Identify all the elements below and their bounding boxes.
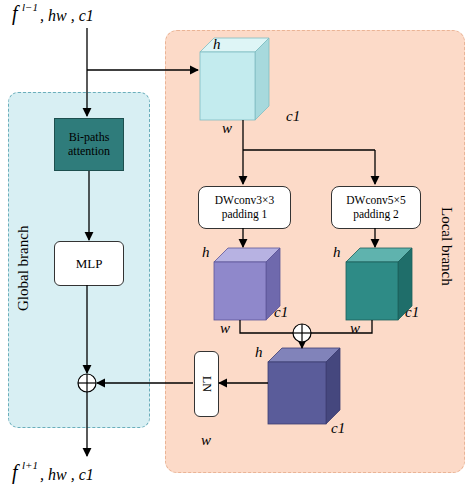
node-text: LN xyxy=(199,376,214,392)
feature-cube xyxy=(268,348,340,424)
wire xyxy=(87,28,375,456)
annotation-label: f xyxy=(12,461,18,484)
process-box: DWconv3×3 padding 1 xyxy=(198,186,291,229)
annotation-label: h xyxy=(213,36,221,53)
annotation-label: w xyxy=(220,320,230,337)
annotation-label: f xyxy=(12,2,18,25)
node-text: DWconv5×5 padding 2 xyxy=(332,194,420,222)
norm-box: LN xyxy=(194,351,219,417)
feature-cube xyxy=(200,38,269,120)
node-text: Bi-paths attention xyxy=(55,131,123,159)
process-box: Bi-paths attention xyxy=(54,118,124,171)
node-text: DWconv3×3 padding 1 xyxy=(199,194,290,222)
node-text: Local branch xyxy=(438,181,455,311)
annotation-label: c1 xyxy=(405,304,419,321)
annotation-label: h xyxy=(202,244,210,261)
node-text: Global branch xyxy=(15,193,32,343)
annotation-label: h xyxy=(333,244,341,261)
annotation-label: l−1 xyxy=(22,1,38,13)
adder-symbol xyxy=(293,324,311,342)
flow-arrow xyxy=(88,171,89,240)
annotation-label: h xyxy=(255,344,263,361)
branch-group: Local branch DWconv3×3 padding 1 DWconv5×5… xyxy=(165,30,465,473)
branch-group: Global branch Bi-paths attentionMLP xyxy=(8,92,150,428)
annotation-label: l+1 xyxy=(22,459,38,471)
process-box: DWconv5×5 padding 2 xyxy=(331,186,421,229)
annotation-label: , hw , c1 xyxy=(40,466,94,484)
feature-cube xyxy=(214,248,280,320)
adder-symbol xyxy=(78,374,96,392)
annotation-label: w xyxy=(222,120,232,137)
annotation-label: w xyxy=(350,320,360,337)
process-box: MLP xyxy=(54,241,124,286)
annotation-label: c1 xyxy=(286,108,300,125)
annotation-label: , hw , c1 xyxy=(40,7,94,25)
feature-cube xyxy=(346,248,412,320)
annotation-label: c1 xyxy=(274,304,288,321)
node-text: MLP xyxy=(76,256,103,272)
annotation-label: c1 xyxy=(331,420,345,437)
annotation-label: w xyxy=(201,432,211,449)
